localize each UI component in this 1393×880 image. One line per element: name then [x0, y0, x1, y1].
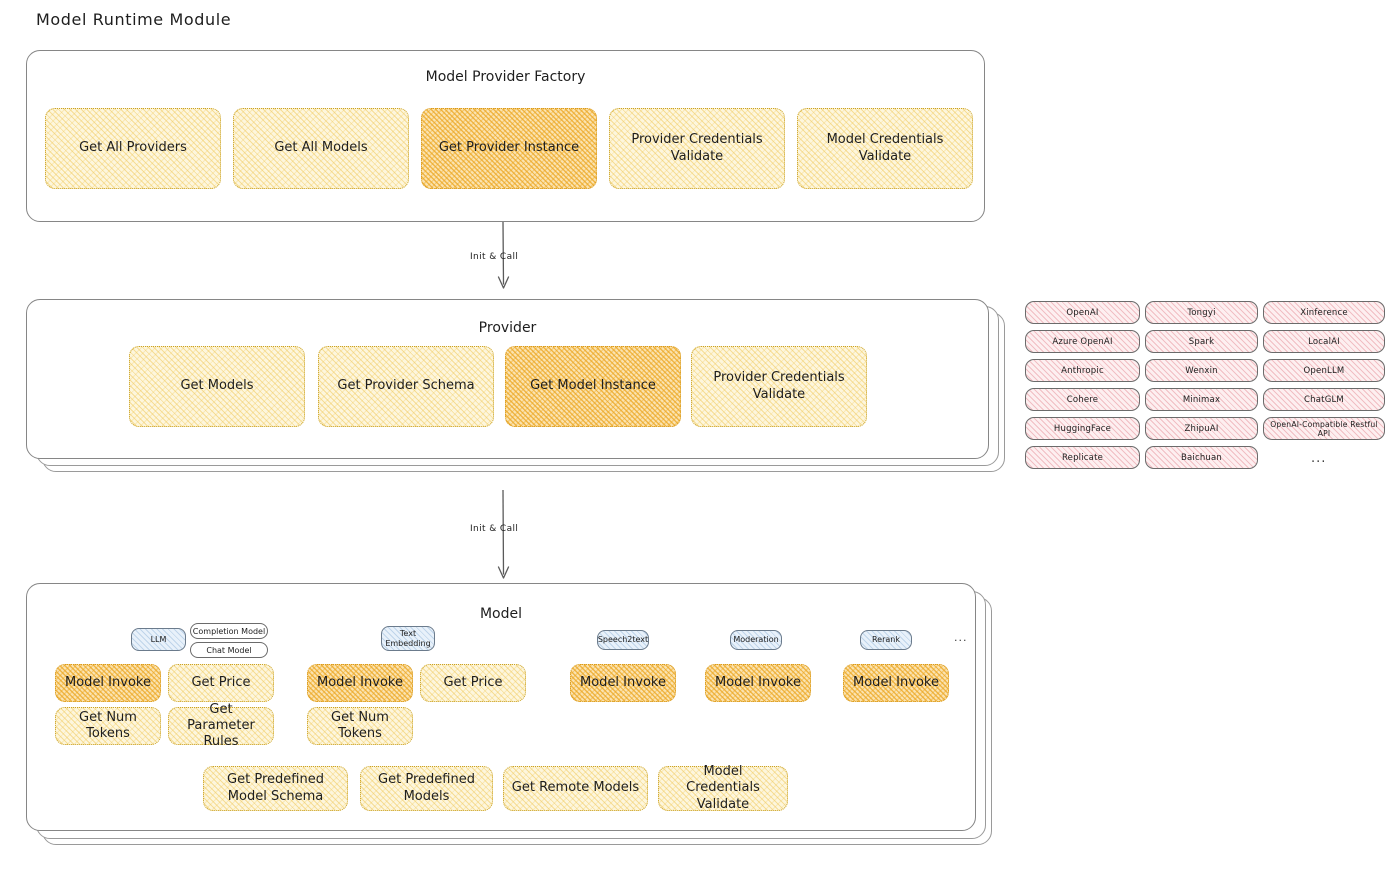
provider-chip-spark[interactable]: Spark	[1145, 330, 1258, 353]
model-categories-more: ...	[954, 631, 968, 644]
model-llm-fn-model-invoke[interactable]: Model Invoke	[55, 664, 161, 702]
model-title: Model	[479, 606, 523, 622]
provider-fn-get-provider-schema[interactable]: Get Provider Schema	[318, 346, 494, 427]
provider-chip-openai[interactable]: OpenAI	[1025, 301, 1140, 324]
model-fn-get-predefined-models[interactable]: Get Predefined Models	[360, 766, 493, 811]
provider-list-more: ...	[1311, 451, 1327, 466]
provider-fn-get-model-instance[interactable]: Get Model Instance	[505, 346, 681, 427]
model-fn-get-predefined-model-schema[interactable]: Get Predefined Model Schema	[203, 766, 348, 811]
factory-fn-provider-credentials-validate[interactable]: Provider Credentials Validate	[609, 108, 785, 189]
provider-chip-openllm[interactable]: OpenLLM	[1263, 359, 1385, 382]
factory-fn-get-provider-instance[interactable]: Get Provider Instance	[421, 108, 597, 189]
factory-fn-model-credentials-validate[interactable]: Model Credentials Validate	[797, 108, 973, 189]
model-text-embedding-fn-get-num-tokens[interactable]: Get Num Tokens	[307, 707, 413, 745]
model-moderation-fn-model-invoke[interactable]: Model Invoke	[705, 664, 811, 702]
arrow-2-icon	[497, 489, 510, 579]
provider-chip-huggingface[interactable]: HuggingFace	[1025, 417, 1140, 440]
model-category-chip-text-embedding[interactable]: Text Embedding	[381, 626, 435, 651]
arrow-factory-to-provider: Init & Call	[470, 221, 590, 300]
provider-chip-zhipuai[interactable]: ZhipuAI	[1145, 417, 1258, 440]
provider-chip-cohere[interactable]: Cohere	[1025, 388, 1140, 411]
arrow-1-label: Init & Call	[470, 252, 519, 262]
model-container: Model LLM Completion Model Chat Model Mo…	[26, 583, 976, 831]
provider-title: Provider	[478, 320, 537, 336]
model-text-embedding-fn-model-invoke[interactable]: Model Invoke	[307, 664, 413, 702]
model-speech2text-fn-model-invoke[interactable]: Model Invoke	[570, 664, 676, 702]
provider-chip-tongyi[interactable]: Tongyi	[1145, 301, 1258, 324]
provider-fn-provider-credentials-validate[interactable]: Provider Credentials Validate	[691, 346, 867, 427]
provider-chip-azure-openai[interactable]: Azure OpenAI	[1025, 330, 1140, 353]
model-llm-fn-get-price[interactable]: Get Price	[168, 664, 274, 702]
model-text-embedding-fn-get-price[interactable]: Get Price	[420, 664, 526, 702]
provider-chip-anthropic[interactable]: Anthropic	[1025, 359, 1140, 382]
model-category-chip-speech2text[interactable]: Speech2text	[597, 630, 649, 650]
provider-chip-chatglm[interactable]: ChatGLM	[1263, 388, 1385, 411]
model-llm-fn-get-parameter-rules[interactable]: Get Parameter Rules	[168, 702, 274, 749]
page-title: Model Runtime Module	[36, 10, 232, 29]
model-provider-factory-container: Model Provider Factory Get All Providers…	[26, 50, 985, 222]
model-subtype-chip-chat-model[interactable]: Chat Model	[190, 642, 268, 658]
arrow-2-label: Init & Call	[470, 524, 519, 534]
model-category-chip-moderation[interactable]: Moderation	[730, 630, 782, 650]
provider-fn-get-models[interactable]: Get Models	[129, 346, 305, 427]
provider-container: Provider Get Models Get Provider Schema …	[26, 299, 989, 459]
arrow-1-icon	[497, 221, 510, 289]
model-fn-get-remote-models[interactable]: Get Remote Models	[503, 766, 648, 811]
provider-list: OpenAI Azure OpenAI Anthropic Cohere Hug…	[1025, 301, 1385, 476]
factory-fn-get-all-providers[interactable]: Get All Providers	[45, 108, 221, 189]
model-llm-fn-get-num-tokens[interactable]: Get Num Tokens	[55, 707, 161, 745]
provider-chip-xinference[interactable]: Xinference	[1263, 301, 1385, 324]
model-category-chip-llm[interactable]: LLM	[131, 628, 186, 651]
provider-chip-minimax[interactable]: Minimax	[1145, 388, 1258, 411]
model-fn-model-credentials-validate[interactable]: Model Credentials Validate	[658, 764, 788, 812]
arrow-provider-to-model: Init & Call	[470, 489, 600, 590]
provider-chip-openai-compatible-restful-api[interactable]: OpenAI-Compatible Restful API	[1263, 417, 1385, 440]
model-subtype-chip-completion-model[interactable]: Completion Model	[190, 623, 268, 639]
provider-chip-baichuan[interactable]: Baichuan	[1145, 446, 1258, 469]
provider-chip-wenxin[interactable]: Wenxin	[1145, 359, 1258, 382]
model-provider-factory-title: Model Provider Factory	[425, 69, 586, 85]
model-category-chip-rerank[interactable]: Rerank	[860, 630, 912, 650]
model-rerank-fn-model-invoke[interactable]: Model Invoke	[843, 664, 949, 702]
provider-chip-localai[interactable]: LocalAI	[1263, 330, 1385, 353]
provider-chip-replicate[interactable]: Replicate	[1025, 446, 1140, 469]
factory-fn-get-all-models[interactable]: Get All Models	[233, 108, 409, 189]
